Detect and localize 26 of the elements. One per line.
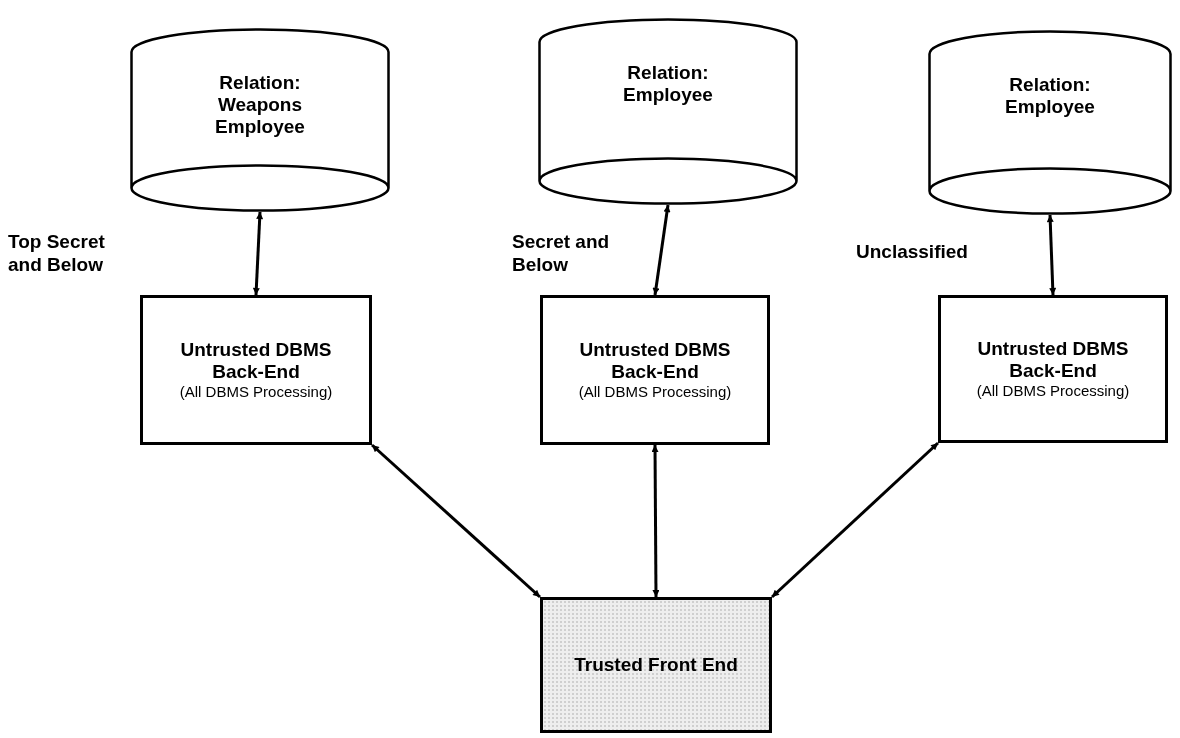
process-box bbox=[140, 295, 372, 445]
node-subtitle: (All DBMS Processing) bbox=[976, 382, 1130, 400]
double-arrow bbox=[371, 443, 541, 599]
node-title: Untrusted DBMS Back-End bbox=[179, 339, 333, 383]
access-level-label: Top Secret and Below bbox=[8, 230, 106, 276]
node-subtitle: (All DBMS Processing) bbox=[179, 383, 333, 401]
database-cylinder bbox=[538, 18, 798, 205]
double-arrow bbox=[770, 441, 940, 599]
double-arrow bbox=[651, 445, 660, 597]
node-title: Untrusted DBMS Back-End bbox=[578, 339, 732, 383]
node-title: Untrusted DBMS Back-End bbox=[976, 338, 1130, 382]
access-level-label: Secret and Below bbox=[512, 230, 611, 276]
double-arrow bbox=[1046, 214, 1057, 296]
node-subtitle: (All DBMS Processing) bbox=[578, 383, 732, 401]
process-box bbox=[540, 597, 772, 733]
node-title: Relation: Weapons Employee bbox=[214, 72, 306, 138]
database-cylinder bbox=[130, 28, 390, 212]
access-level-label: Unclassified bbox=[856, 240, 969, 263]
process-box bbox=[938, 295, 1168, 443]
double-arrow bbox=[652, 204, 671, 296]
double-arrow bbox=[252, 211, 264, 296]
node-title: Trusted Front End bbox=[573, 654, 739, 676]
process-box bbox=[540, 295, 770, 445]
node-title: Relation: Employee bbox=[1004, 74, 1096, 118]
database-cylinder bbox=[928, 30, 1172, 215]
node-title: Relation: Employee bbox=[622, 62, 714, 106]
